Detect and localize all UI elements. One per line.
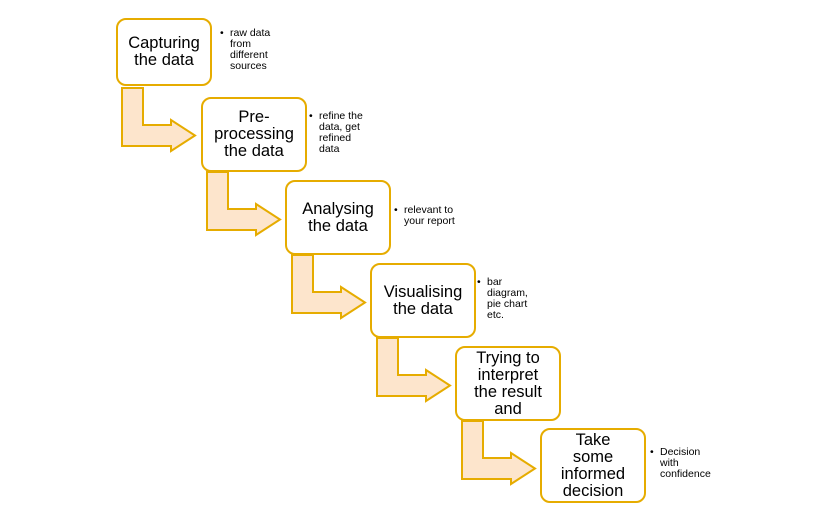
step-box-decision: Take some informed decision bbox=[540, 428, 646, 503]
step-title: Capturing the data bbox=[128, 34, 200, 69]
step-box-capturing: Capturing the data bbox=[116, 18, 212, 86]
note-text: bar diagram, pie chart etc. bbox=[487, 276, 528, 321]
bullet: • bbox=[309, 110, 313, 122]
step-note-preprocessing: • refine the data, get refined data bbox=[309, 111, 363, 155]
step-box-interpreting: Trying to interpret the result and bbox=[455, 346, 561, 421]
bullet: • bbox=[477, 276, 481, 288]
note-text: refine the data, get refined data bbox=[319, 110, 363, 155]
note-text: Decision with confidence bbox=[660, 446, 711, 480]
step-title: Take some informed decision bbox=[560, 430, 626, 500]
step-title: Visualising the data bbox=[383, 282, 463, 318]
bullet: • bbox=[394, 204, 398, 216]
flow-arrow-3 bbox=[291, 254, 367, 320]
bullet: • bbox=[220, 27, 224, 39]
step-box-analysing: Analysing the data bbox=[285, 180, 391, 255]
step-box-preprocessing: Pre- processing the data bbox=[201, 97, 307, 172]
note-text: raw data from different sources bbox=[230, 27, 271, 72]
step-title: Analysing the data bbox=[302, 199, 374, 235]
step-note-visualising: • bar diagram, pie chart etc. bbox=[477, 277, 528, 321]
step-title: Pre- processing the data bbox=[214, 108, 294, 160]
flow-arrow-5 bbox=[461, 420, 537, 486]
step-title: Trying to interpret the result and bbox=[474, 348, 542, 418]
step-note-capturing: • raw data from different sources bbox=[220, 28, 270, 72]
step-box-visualising: Visualising the data bbox=[370, 263, 476, 338]
flow-arrow-4 bbox=[376, 337, 452, 403]
bullet: • bbox=[650, 446, 654, 458]
flow-arrow-2 bbox=[206, 171, 282, 237]
note-text: relevant to your report bbox=[404, 204, 455, 227]
step-note-decision: • Decision with confidence bbox=[650, 447, 711, 480]
flow-arrow-1 bbox=[121, 87, 197, 153]
step-note-analysing: • relevant to your report bbox=[394, 205, 455, 227]
